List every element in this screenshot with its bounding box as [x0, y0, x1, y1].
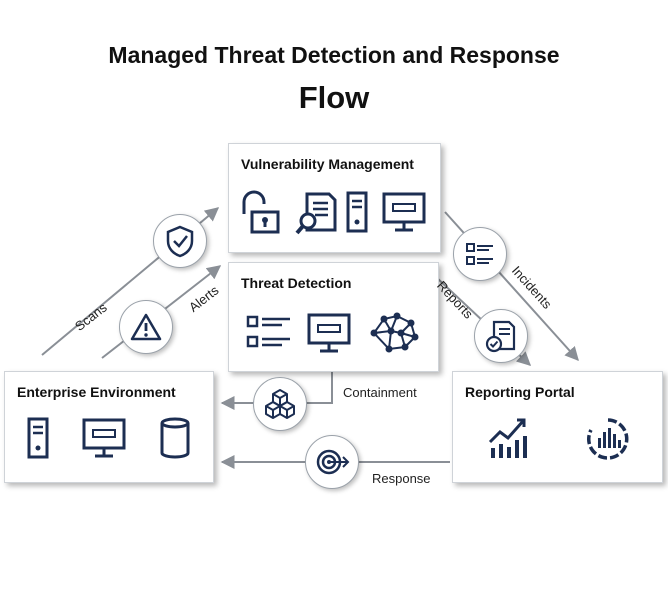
list-icon	[466, 243, 493, 265]
cubes-icon	[265, 389, 295, 419]
reporting-portal-box: Reporting Portal	[452, 371, 663, 483]
database-icon	[160, 417, 190, 459]
reports-circle	[474, 309, 528, 363]
threat-detection-title: Threat Detection	[241, 275, 352, 291]
report-check-icon	[485, 320, 516, 353]
network-icon	[370, 312, 419, 353]
vulnerability-management-box: Vulnerability Management	[228, 143, 441, 253]
incidents-circle	[453, 227, 507, 281]
reporting-portal-title: Reporting Portal	[465, 384, 575, 400]
enterprise-environment-box: Enterprise Environment	[4, 371, 214, 483]
server-icon	[346, 191, 368, 233]
monitor-icon	[307, 313, 351, 353]
radial-chart-icon	[587, 418, 629, 460]
monitor-icon	[382, 192, 426, 232]
alert-circle	[119, 300, 173, 354]
list-icon	[246, 315, 290, 348]
vulnerability-management-title: Vulnerability Management	[241, 156, 414, 172]
containment-label: Containment	[343, 385, 417, 400]
diagram-subtitle: Flow	[298, 80, 370, 115]
containment-circle	[253, 377, 307, 431]
shield-check-icon	[166, 225, 194, 258]
response-circle	[305, 435, 359, 489]
unlock-icon	[242, 190, 280, 234]
threat-detection-box: Threat Detection	[228, 262, 439, 372]
warning-icon	[130, 313, 162, 341]
shield-circle	[153, 214, 207, 268]
diagram-title: Managed Threat Detection and Response	[108, 42, 560, 68]
enterprise-environment-title: Enterprise Environment	[17, 384, 176, 400]
server-icon	[27, 417, 49, 459]
bar-chart-icon	[488, 418, 527, 458]
monitor-icon	[82, 418, 126, 458]
response-label: Response	[372, 471, 431, 486]
target-icon	[316, 449, 350, 475]
document-search-icon	[295, 192, 337, 235]
